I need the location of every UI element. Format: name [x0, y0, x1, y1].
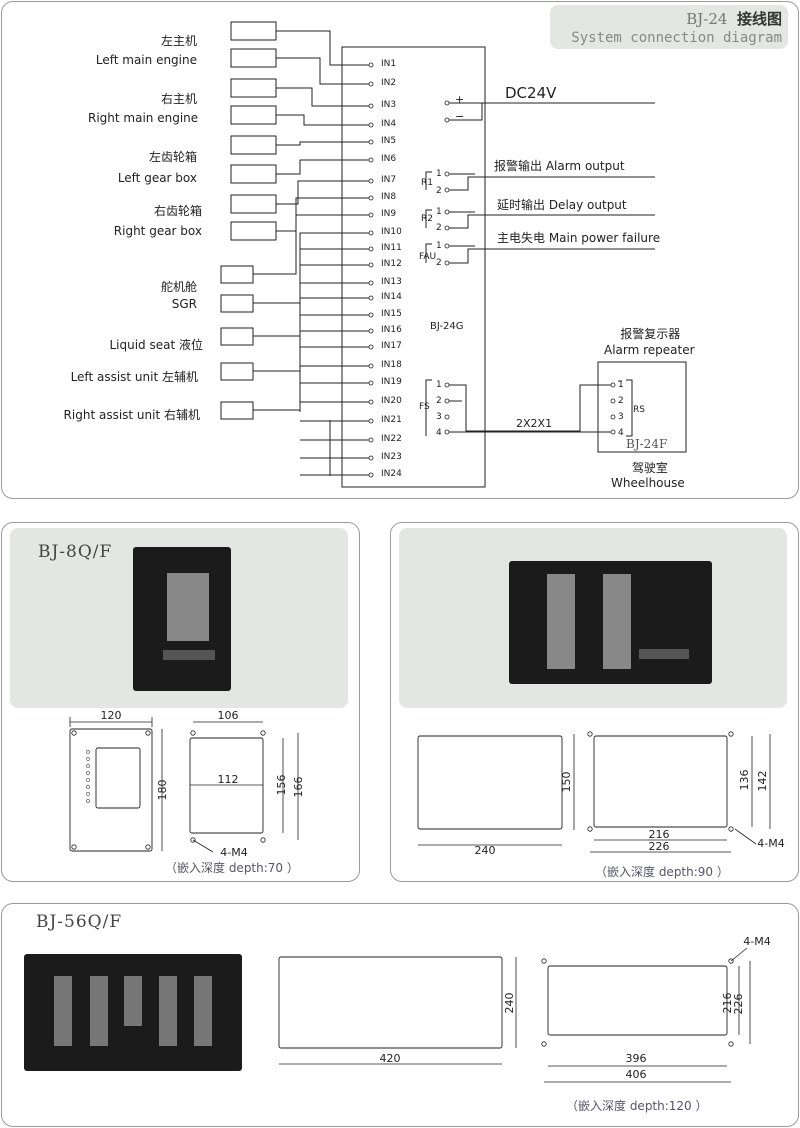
repeater-rs: RS — [633, 405, 645, 415]
in-terminal-label: IN20 — [381, 396, 402, 406]
bj56-title: BJ-56Q/F — [36, 912, 123, 932]
in-terminal-label: IN19 — [381, 377, 402, 387]
in-terminal-label: IN16 — [381, 325, 402, 335]
repeater-model: BJ-24F — [626, 437, 668, 451]
input-label-8: Right assist unit 右辅机 — [63, 408, 200, 422]
relay-pin-r1-2: 2 — [436, 186, 442, 196]
bj56-device-photo — [24, 954, 242, 1071]
in-terminal-label: IN9 — [381, 209, 397, 219]
fs-pin-3: 3 — [436, 412, 442, 422]
in-terminal-label: IN11 — [381, 243, 402, 253]
cable-label: 2X2X1 — [516, 417, 553, 430]
bj24-depth: （嵌入深度 depth:90 ） — [595, 865, 729, 879]
relay-pin-r2-2: 2 — [436, 223, 442, 233]
input-label-6: Liquid seat 液位 — [109, 338, 203, 352]
fs-pin-1: 1 — [436, 380, 442, 390]
output-label-alarm: 报警输出 Alarm output — [494, 159, 625, 173]
relay-pin-fau-2: 2 — [436, 258, 442, 268]
diagram-title: BJ-24 接线图 — [686, 10, 782, 28]
plus-label: + — [455, 93, 465, 106]
in-terminal-label: IN23 — [381, 452, 402, 462]
in-terminal-label: IN17 — [381, 341, 402, 351]
relay-fau: FAU — [419, 252, 437, 262]
in-terminal-label: IN2 — [381, 78, 397, 88]
bj24-device-photo — [509, 561, 712, 684]
relay-r1: R1 — [421, 178, 433, 188]
dc24v-label: DC24V — [505, 84, 557, 102]
relay-pin-r2-1: 1 — [436, 207, 442, 217]
in-terminal-label: IN8 — [381, 192, 397, 202]
repeater-pin-2: 2 — [618, 396, 624, 406]
bj8-device-photo — [133, 547, 231, 691]
repeater-pin-1: 1 — [618, 380, 624, 390]
in-terminal-label: IN1 — [381, 59, 397, 69]
in-terminal-label: IN14 — [381, 292, 402, 302]
in-terminal-label: IN6 — [381, 154, 397, 164]
bj8-title: BJ-8Q/F — [38, 542, 113, 562]
input-label-7: Left assist unit 左辅机 — [70, 370, 198, 384]
in-terminal-label: IN18 — [381, 360, 402, 370]
in-terminal-label: IN5 — [381, 136, 397, 146]
fs-pin-2: 2 — [436, 396, 442, 406]
in-terminal-label: IN13 — [381, 277, 402, 287]
minus-label: − — [455, 110, 465, 123]
repeater-pin-3: 3 — [618, 412, 624, 422]
diagram-title-box: BJ-24 接线图 System connection diagram — [550, 5, 788, 49]
fs-pin-4: 4 — [436, 428, 442, 438]
output-label-delay: 延时输出 Delay output — [497, 198, 627, 212]
unit-label: BJ-24G — [430, 321, 464, 332]
in-terminal-label: IN24 — [381, 469, 402, 479]
in-terminal-label: IN12 — [381, 259, 402, 269]
bj56-depth: （嵌入深度 depth:120 ） — [566, 1099, 708, 1113]
bj8-depth: （嵌入深度 depth:70 ） — [165, 861, 299, 875]
relay-pin-r1-1: 1 — [436, 169, 442, 179]
in-terminal-label: IN4 — [381, 119, 397, 129]
relay-r2: R2 — [421, 214, 433, 224]
diagram-subtitle: System connection diagram — [571, 30, 782, 46]
output-label-power: 主电失电 Main power failure — [497, 231, 661, 245]
in-terminal-label: IN10 — [381, 227, 402, 237]
fs-label: FS — [419, 402, 430, 412]
in-terminal-label: IN22 — [381, 434, 402, 444]
in-terminal-label: IN15 — [381, 309, 402, 319]
relay-pin-fau-1: 1 — [436, 241, 442, 251]
in-terminal-label: IN21 — [381, 415, 402, 425]
in-terminal-label: IN7 — [381, 175, 397, 185]
in-terminal-label: IN3 — [381, 100, 397, 110]
repeater-pin-4: 4 — [618, 428, 624, 438]
